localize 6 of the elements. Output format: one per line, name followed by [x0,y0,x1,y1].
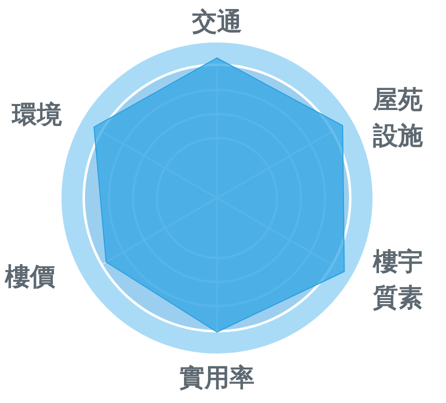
axis-label: 實用率 [178,362,256,394]
axis-label: 樓宇質素 [372,246,424,314]
axis-label: 屋苑設施 [372,84,424,152]
axis-label: 環境 [10,99,63,131]
axis-label: 交通 [191,6,243,38]
axis-label: 樓價 [4,261,56,293]
